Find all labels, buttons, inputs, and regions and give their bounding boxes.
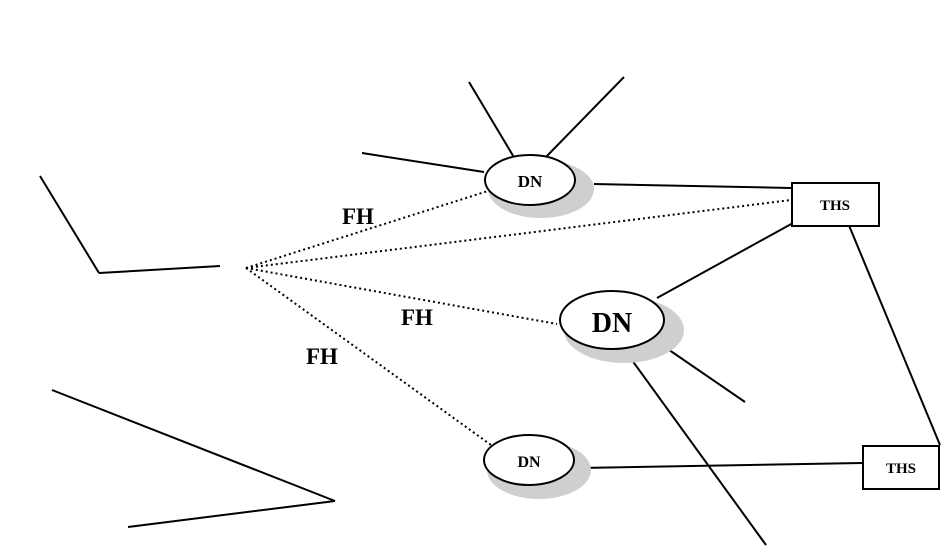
fh-link-hub-to-dn-bottom (245, 267, 492, 446)
link-tower-top-right-to-dn-top (543, 76, 625, 160)
link-dn-mid-to-tower-right-bottom (620, 344, 767, 546)
antenna-tower-icon (725, 346, 781, 406)
antenna-tower-icon (77, 210, 133, 270)
link-tower-left-top-to-tower-left-mid (39, 175, 100, 274)
fh-label: FH (306, 344, 338, 369)
link-ths-top-to-ths-bottom (847, 222, 941, 446)
node-ellipse (483, 434, 575, 486)
fh-link-hub-to-ths-top (245, 199, 792, 269)
towers (16, 20, 792, 550)
fh-label: FH (401, 305, 433, 330)
antenna-tower-icon (599, 55, 655, 115)
link-tower-top-left-to-dn-top (361, 152, 485, 173)
dn-node-top: DN (484, 154, 594, 218)
link-dn-bottom-to-ths-bottom (579, 462, 863, 469)
ths-box (862, 445, 940, 490)
node-ellipse (559, 290, 665, 350)
fh-link-hub-to-dn-top (245, 190, 489, 269)
ths-label: THS (820, 198, 850, 214)
ths-label: THS (886, 461, 916, 477)
fronthaul-links (245, 190, 792, 446)
node-ellipse (484, 154, 576, 206)
antenna-tower-icon (336, 89, 392, 149)
link-ths-top-to-dn-mid (656, 222, 794, 299)
link-tower-top-center-to-dn-top (468, 81, 516, 160)
dn-label: DN (517, 454, 541, 471)
antenna-tower-icon (98, 470, 154, 530)
link-dn-mid-to-tower-right-mid (658, 342, 746, 403)
solid-links (39, 76, 941, 546)
dn-node-bottom: DN (483, 434, 591, 499)
fh-labels: FH FH FH (306, 204, 433, 369)
link-tower-left-mid-to-hub (98, 265, 221, 274)
ths-node-bottom: THS (862, 445, 940, 490)
link-tower-left-bottom-to-junction (51, 389, 336, 502)
ths-node-top: THS (791, 182, 880, 227)
antenna-tower-icon (19, 334, 75, 394)
dn-label: DN (518, 172, 543, 191)
antenna-tower-icon (215, 206, 271, 266)
antenna-tower-icon (441, 20, 497, 80)
link-dn-top-to-ths-top (593, 183, 792, 189)
ths-box (791, 182, 880, 227)
dn-label: DN (592, 308, 632, 339)
fh-label: FH (342, 204, 374, 229)
link-tower-bottom-left-to-junction (127, 500, 336, 528)
dn-node-middle: DN (559, 290, 684, 363)
antenna-tower-icon (16, 114, 72, 174)
